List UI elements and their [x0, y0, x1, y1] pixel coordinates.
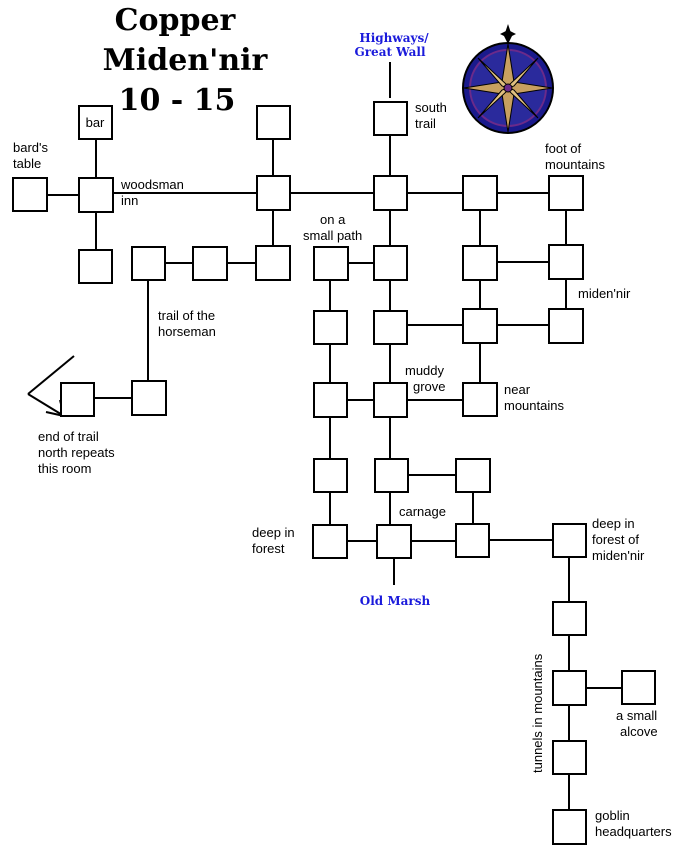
label-end-of-trail-2: north repeats: [38, 445, 115, 460]
room-labels: bar bard's table woodsman inn south trai…: [13, 100, 672, 839]
label-near-mountains-1: near: [504, 382, 531, 397]
label-a-small-alcove-1: a small: [616, 708, 657, 723]
label-deep-in-forest-of-midennir-2: forest of: [592, 532, 639, 547]
label-deep-in-forest-of-midennir-3: miden'nir: [592, 548, 645, 563]
room-crossroads-east[interactable]: [462, 308, 498, 344]
room-on-a-small-path[interactable]: [373, 245, 408, 281]
label-midennir: miden'nir: [578, 286, 631, 301]
room-deep-in-forest[interactable]: [312, 524, 348, 559]
label-on-a-small-path-1: on a: [320, 212, 346, 227]
label-deep-in-forest-1: deep in: [252, 525, 295, 540]
room-south-trail[interactable]: [373, 101, 408, 136]
room-main-road-center[interactable]: [373, 175, 408, 211]
label-goblin-headquarters-1: goblin: [595, 808, 630, 823]
map-title-line-2: Miden'nir: [103, 43, 269, 78]
label-south-trail-2: trail: [415, 116, 436, 131]
label-goblin-headquarters-2: headquarters: [595, 824, 672, 839]
label-muddy-grove-1: muddy: [405, 363, 445, 378]
label-woodsman-inn-2: inn: [121, 193, 138, 208]
room-carnage-east[interactable]: [455, 523, 490, 558]
room-muddy-grove[interactable]: [373, 382, 408, 418]
room-forest-east[interactable]: [455, 458, 491, 493]
label-foot-of-mountains-1: foot of: [545, 141, 582, 156]
room-main-road-east[interactable]: [462, 175, 498, 211]
map-paths: [27, 62, 622, 810]
label-trail-of-the-horseman-2: horseman: [158, 324, 216, 339]
room-small-path-west[interactable]: [313, 246, 349, 281]
label-deep-in-forest-2: forest: [252, 541, 285, 556]
room-a-small-alcove[interactable]: [621, 670, 656, 705]
room-road-junction[interactable]: [256, 175, 291, 211]
label-trail-of-the-horseman-1: trail of the: [158, 308, 215, 323]
room-deep-in-forest-of-midennir[interactable]: [552, 523, 587, 558]
room-bar[interactable]: [78, 105, 113, 140]
label-deep-in-forest-of-midennir-1: deep in: [592, 516, 635, 531]
map-title-line-3: 10 - 15: [119, 83, 236, 118]
room-path-column-center[interactable]: [373, 310, 408, 345]
room-east-row-2[interactable]: [462, 245, 498, 281]
room-tunnels-junction[interactable]: [552, 670, 587, 706]
room-foot-of-mountains[interactable]: [548, 175, 584, 211]
room-woodsman-inn[interactable]: [78, 177, 114, 213]
room-goblin-headquarters[interactable]: [552, 809, 587, 845]
label-south-trail-1: south: [415, 100, 447, 115]
exit-old-marsh[interactable]: Old Marsh: [360, 594, 431, 608]
label-on-a-small-path-2: small path: [303, 228, 362, 243]
room-trail-of-the-horseman[interactable]: [131, 380, 167, 416]
exit-highways-line-2[interactable]: Great Wall: [354, 45, 425, 59]
map-rooms: [12, 101, 656, 845]
room-near-mountains[interactable]: [462, 382, 498, 417]
room-end-of-trail[interactable]: [60, 382, 95, 417]
room-midennir[interactable]: [548, 308, 584, 344]
label-end-of-trail-1: end of trail: [38, 429, 99, 444]
room-bards-table[interactable]: [12, 177, 48, 212]
label-muddy-grove-2: grove: [413, 379, 446, 394]
room-tunnels-lower[interactable]: [552, 740, 587, 775]
label-bards-table-2: table: [13, 156, 41, 171]
label-bar: bar: [86, 115, 105, 130]
room-midennir-north[interactable]: [548, 244, 584, 280]
room-north-of-path[interactable]: [256, 105, 291, 140]
room-path-column-west[interactable]: [313, 310, 348, 345]
room-tunnels-upper[interactable]: [552, 601, 587, 636]
map-title-line-1: Copper: [115, 3, 237, 38]
room-trail-east[interactable]: [255, 245, 291, 281]
room-forest-west[interactable]: [313, 458, 348, 493]
room-trail-start[interactable]: [131, 246, 166, 281]
label-carnage: carnage: [399, 504, 446, 519]
room-below-inn[interactable]: [78, 249, 113, 284]
label-woodsman-inn-1: woodsman: [120, 177, 184, 192]
label-near-mountains-2: mountains: [504, 398, 564, 413]
label-end-of-trail-3: this room: [38, 461, 91, 476]
label-foot-of-mountains-2: mountains: [545, 157, 605, 172]
label-bards-table-1: bard's: [13, 140, 49, 155]
room-forest-center[interactable]: [374, 458, 409, 493]
label-a-small-alcove-2: alcove: [620, 724, 658, 739]
exit-highways-line-1[interactable]: Highways/: [359, 31, 429, 45]
room-carnage[interactable]: [376, 524, 412, 559]
compass-rose-icon: [462, 24, 554, 134]
room-grove-west[interactable]: [313, 382, 348, 418]
room-trail-middle[interactable]: [192, 246, 228, 281]
label-tunnels-in-mountains: tunnels in mountains: [530, 653, 545, 773]
